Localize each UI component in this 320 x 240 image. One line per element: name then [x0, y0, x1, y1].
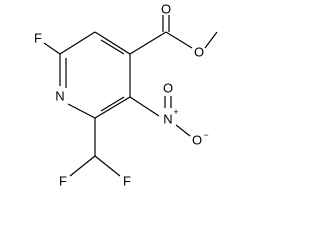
bond-c2-c3 [59, 31, 96, 55]
bond-c3-c4-inner [100, 39, 125, 55]
bond-chf2-f-right [94, 155, 121, 177]
bond-c4-carbonyl [129, 31, 167, 55]
bond-c5-c6-inner [100, 96, 125, 112]
nitro-oxygen-top-label: O [163, 81, 173, 96]
nitro-plus-charge: + [173, 107, 178, 117]
nitro-group: N + O O − [129, 81, 209, 148]
chemical-structure-diagram: F N O O N + O O − F F [34, 2, 218, 189]
bond-c2-f [43, 42, 61, 55]
bond-c5-nitro-n [129, 96, 160, 117]
bond-ether-o-methyl [204, 31, 218, 49]
bond-c6-n1 [67, 103, 96, 119]
difluoromethyl-f-left-label: F [59, 174, 67, 189]
bond-carbonyl-ether-o [165, 31, 193, 49]
bond-chf2-f-left [69, 155, 96, 177]
ring-nitrogen-label: N [55, 89, 64, 104]
methyl-ester-group: O O [129, 2, 218, 60]
ester-ether-oxygen-label: O [194, 45, 204, 60]
pyridine-ring [59, 31, 131, 119]
ester-carbonyl-oxygen-label: O [161, 2, 171, 17]
nitro-minus-charge: − [203, 130, 208, 140]
nitro-nitrogen-label: N [163, 112, 172, 127]
fluorine-ring-label: F [34, 31, 42, 46]
difluoromethyl-f-right-label: F [123, 174, 131, 189]
bond-c3-c4 [94, 31, 131, 55]
difluoromethyl-group: F F [59, 118, 131, 189]
bond-nitro-n-o-minus [175, 124, 191, 137]
nitro-oxygen-minus-label: O [192, 133, 202, 148]
bond-c5-c6 [94, 96, 131, 119]
